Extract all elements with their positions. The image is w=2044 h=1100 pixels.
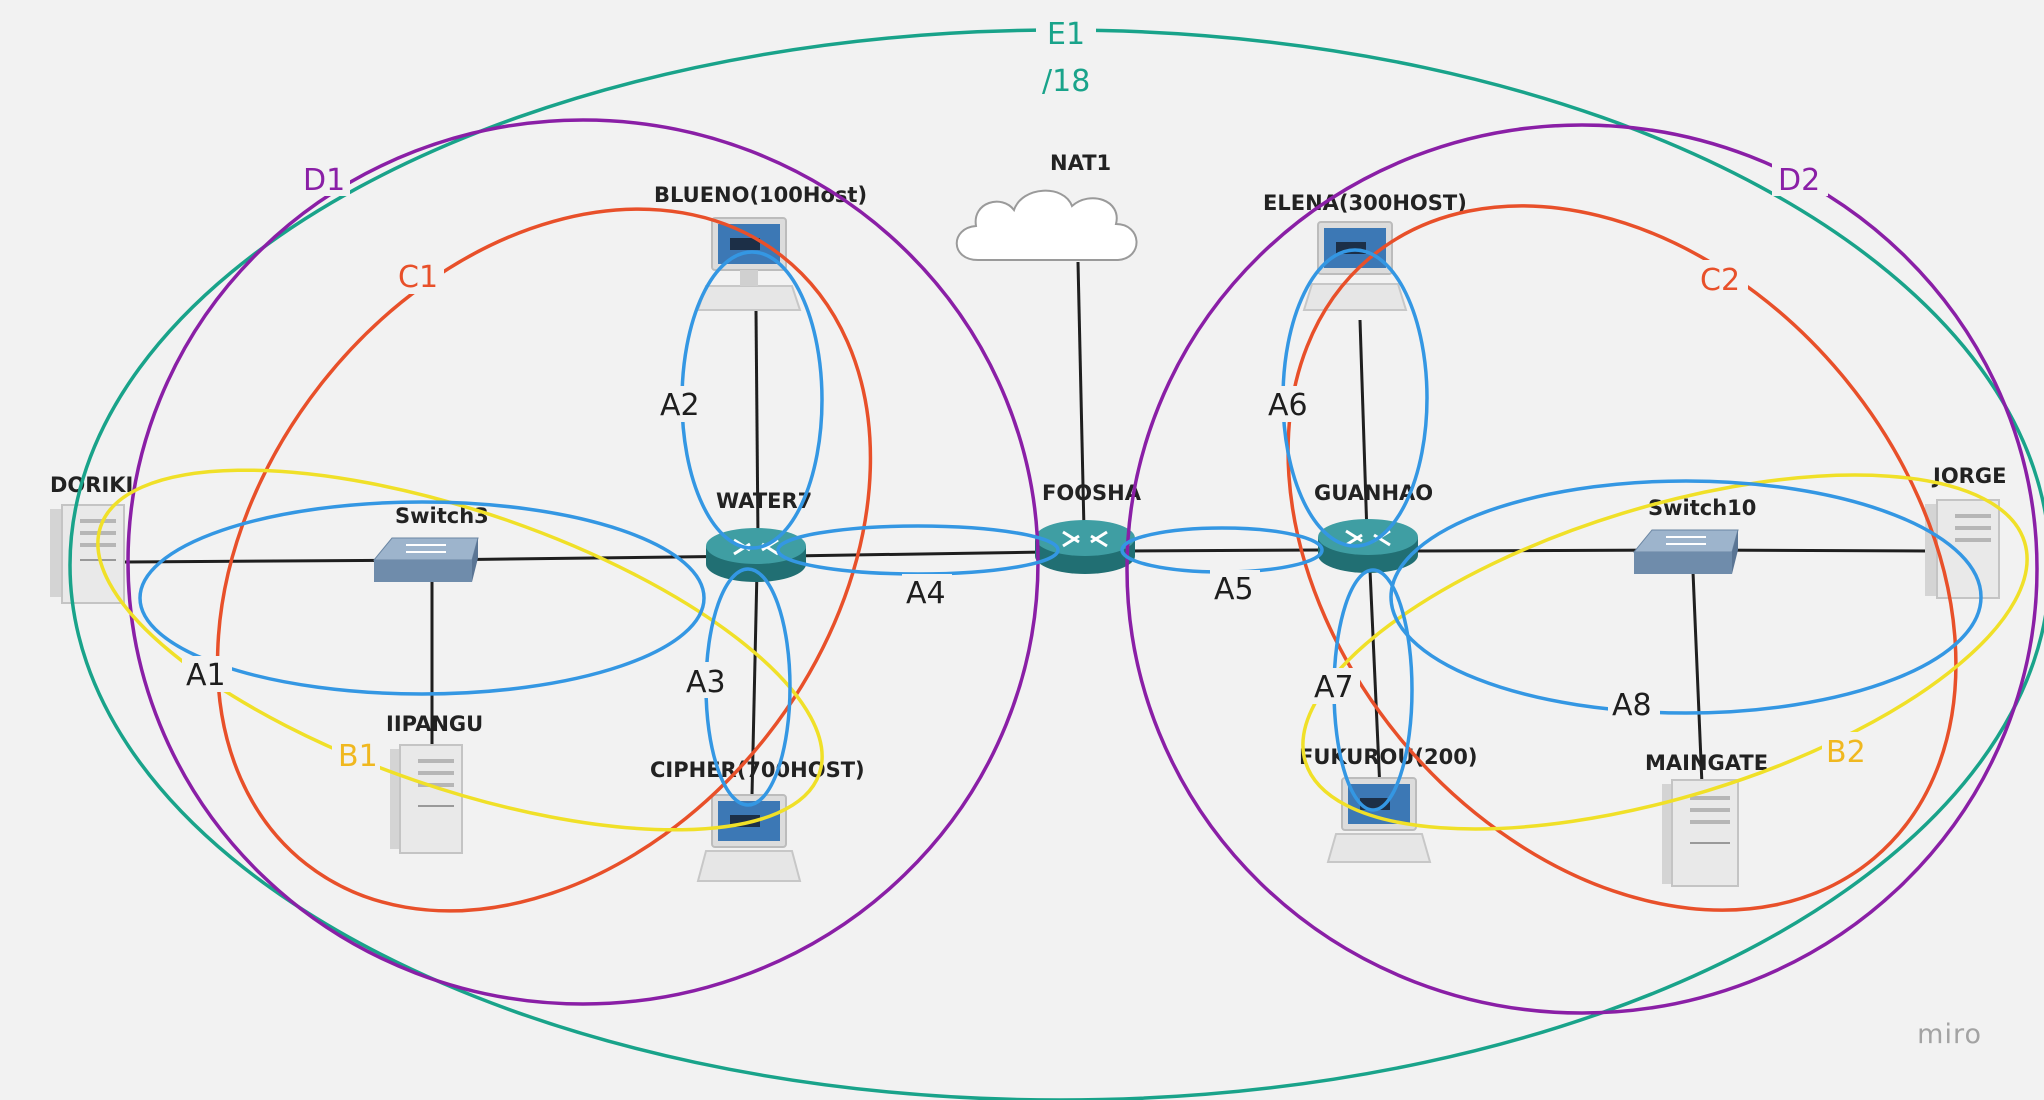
water7-router-icon[interactable] bbox=[706, 528, 806, 582]
nat1-label: NAT1 bbox=[1050, 151, 1111, 175]
zone-b2-label: B2 bbox=[1826, 735, 1866, 770]
fukurou-pc-icon[interactable] bbox=[1326, 777, 1432, 863]
switch10-icon[interactable] bbox=[1632, 529, 1739, 574]
ipangu-server-icon[interactable] bbox=[390, 744, 463, 854]
zone-d1-label: D1 bbox=[303, 163, 345, 198]
switch10-label: Switch10 bbox=[1648, 496, 1756, 520]
link-nat1-foosha bbox=[1076, 261, 1086, 531]
zone-a6-label: A6 bbox=[1268, 388, 1308, 423]
cipher-label: CIPHER(700HOST) bbox=[650, 758, 865, 782]
switch3-label: Switch3 bbox=[395, 504, 489, 528]
link-foosha-guanhao bbox=[1124, 548, 1321, 553]
link-guanhao-fukurou bbox=[1368, 569, 1382, 791]
zone-a7-label: A7 bbox=[1314, 670, 1354, 705]
ipangu-label: IIPANGU bbox=[386, 712, 483, 736]
devices bbox=[50, 189, 2000, 887]
zone-d2-label: D2 bbox=[1778, 163, 1820, 198]
zone-labels: E1 /18 D1 D2 C1 C2 B1 B2 A1 A2 A3 A4 A5 … bbox=[182, 14, 1874, 774]
zone-c1-label: C1 bbox=[398, 260, 438, 295]
blueno-label: BLUENO(100Host) bbox=[654, 183, 867, 207]
zone-d2-outline bbox=[1125, 123, 2039, 1015]
link-water7-cipher bbox=[750, 569, 759, 796]
maingate-label: MAINGATE bbox=[1645, 751, 1768, 775]
node-labels: DORIKI Switch3 IIPANGU BLUENO(100Host) W… bbox=[50, 151, 2006, 782]
zone-a1-outline bbox=[138, 500, 706, 696]
link-blueno-water7 bbox=[754, 309, 760, 541]
water7-label: WATER7 bbox=[716, 489, 812, 513]
link-elena-guanhao bbox=[1358, 319, 1369, 536]
zone-c2-outline bbox=[1286, 204, 1958, 912]
miro-watermark: miro bbox=[1917, 1019, 1982, 1050]
nat1-cloud-icon[interactable] bbox=[955, 189, 1138, 261]
zone-a4-outline bbox=[776, 524, 1060, 576]
foosha-label: FOOSHA bbox=[1042, 481, 1142, 505]
link-switch3-water7 bbox=[429, 554, 756, 562]
zone-b1-label: B1 bbox=[338, 739, 378, 774]
switch3-icon[interactable] bbox=[372, 537, 479, 582]
elena-pc-icon[interactable] bbox=[1302, 221, 1408, 311]
link-switch10-maingate bbox=[1691, 571, 1704, 786]
guanhao-router-icon[interactable] bbox=[1318, 519, 1418, 573]
zone-e1-label: E1 bbox=[1047, 17, 1085, 52]
zone-a4-label: A4 bbox=[906, 576, 946, 611]
doriki-label: DORIKI bbox=[50, 473, 133, 497]
fukurou-label: FUKUROU(200) bbox=[1299, 745, 1477, 769]
zone-a1-label: A1 bbox=[186, 658, 226, 693]
zone-c1-outline bbox=[215, 207, 873, 913]
blueno-pc-icon[interactable] bbox=[696, 217, 802, 311]
zone-b2-outline bbox=[1301, 473, 2029, 831]
zone-a5-label: A5 bbox=[1214, 572, 1254, 607]
zone-a3-label: A3 bbox=[686, 665, 726, 700]
zone-a8-outline bbox=[1389, 479, 1983, 715]
zone-e1-mask-label: /18 bbox=[1042, 64, 1090, 99]
maingate-server-icon[interactable] bbox=[1662, 779, 1739, 887]
zone-a2-label: A2 bbox=[660, 388, 700, 423]
elena-label: ELENA(300HOST) bbox=[1263, 191, 1467, 215]
zone-a8-label: A8 bbox=[1612, 688, 1652, 723]
foosha-router-icon[interactable] bbox=[1035, 520, 1135, 574]
zone-c2-label: C2 bbox=[1700, 263, 1740, 298]
zone-b1-outline bbox=[96, 468, 824, 832]
link-water7-foosha bbox=[789, 550, 1046, 558]
